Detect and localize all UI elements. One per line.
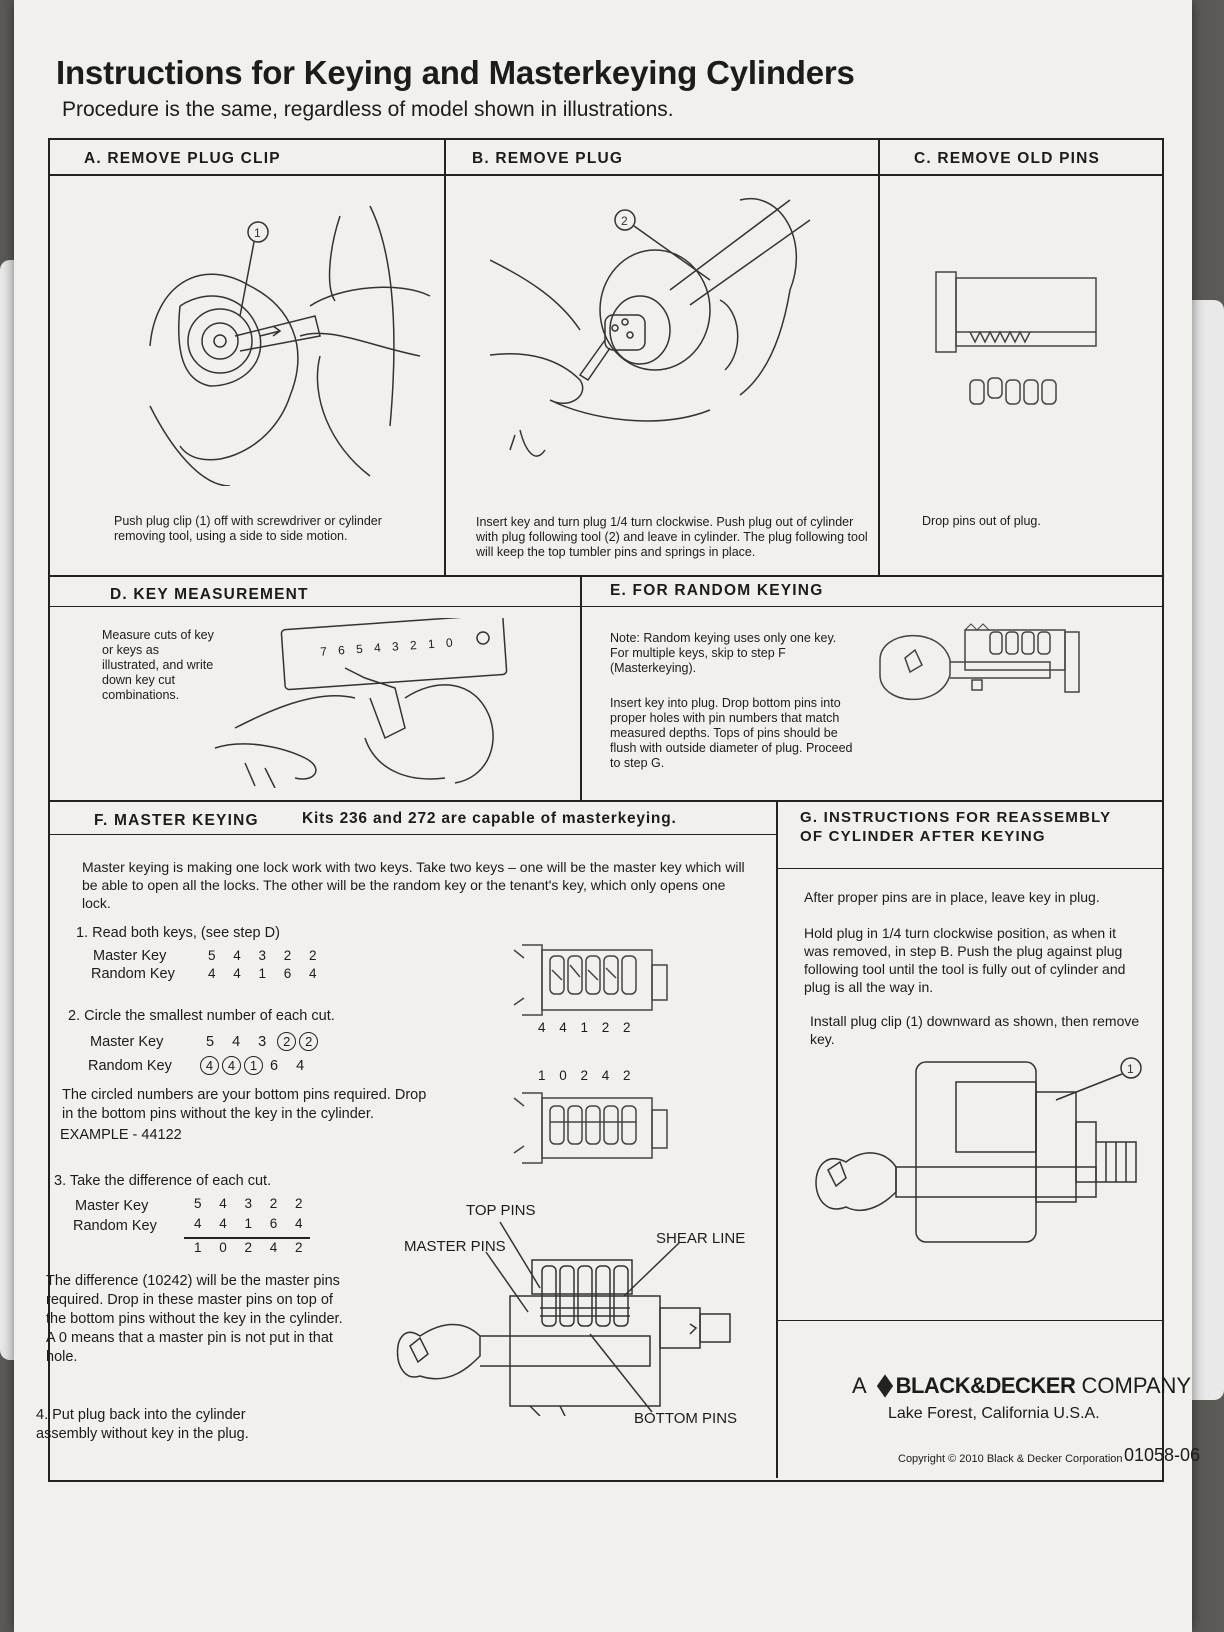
brand-suffix: COMPANY xyxy=(1081,1373,1192,1398)
section-a-heading: A. REMOVE PLUG CLIP xyxy=(84,150,281,167)
section-c-heading: C. REMOVE OLD PINS xyxy=(914,150,1101,167)
callout-number: 1 xyxy=(254,226,261,240)
plug-bottom-pins-illustration xyxy=(512,940,672,1020)
section-e-heading: E. FOR RANDOM KEYING xyxy=(610,582,824,599)
callout-number: 2 xyxy=(621,214,628,228)
section-b-heading: B. REMOVE PLUG xyxy=(472,150,624,167)
section-g-step-3: Install plug clip (1) downward as shown,… xyxy=(810,1013,1140,1047)
plug-with-pins-illustration xyxy=(930,268,1120,418)
circled-number: 2 xyxy=(299,1032,319,1051)
section-e-note: Note: Random keying uses only one key. F… xyxy=(610,631,837,675)
document-number: 01058-06 xyxy=(1124,1445,1201,1465)
step-1-random-cuts: 4 4 1 6 4 xyxy=(208,966,324,981)
reassembly-illustration: 1 xyxy=(806,1052,1156,1252)
label-bottom-pins: BOTTOM PINS xyxy=(634,1410,738,1427)
circled-explanation: The circled numbers are your bottom pins… xyxy=(62,1087,427,1122)
step-3-random-cuts: 4 4 1 6 4 xyxy=(194,1216,310,1231)
grid-line xyxy=(580,575,582,801)
section-d-text: Measure cuts of key or keys as illustrat… xyxy=(102,628,214,702)
plug-pin-label-2: 1 0 2 4 2 xyxy=(538,1068,636,1083)
step-3: 3. Take the difference of each cut. xyxy=(54,1173,272,1189)
random-keying-illustration xyxy=(870,620,1110,720)
grid-line xyxy=(48,575,1162,577)
example-code: EXAMPLE - 44122 xyxy=(60,1127,182,1143)
section-g-heading: G. INSTRUCTIONS FOR REASSEMBLY OF CYLIND… xyxy=(800,809,1112,845)
grid-line xyxy=(878,138,880,576)
difference-explanation: The difference (10242) will be the maste… xyxy=(46,1273,343,1365)
instruction-sheet xyxy=(14,0,1192,1632)
remove-plug-illustration: 2 xyxy=(490,180,870,480)
step-2-random-label: Random Key xyxy=(88,1058,172,1074)
step-3-difference: 1 0 2 4 2 xyxy=(194,1240,310,1255)
subtraction-rule xyxy=(184,1237,310,1239)
grid-line xyxy=(48,606,1162,607)
circled-number: 2 xyxy=(277,1032,297,1051)
section-b-text: Insert key and turn plug 1/4 turn clockw… xyxy=(476,515,868,559)
section-f-heading: F. MASTER KEYING xyxy=(94,812,259,829)
step-2: 2. Circle the smallest number of each cu… xyxy=(68,1008,335,1024)
grid-line xyxy=(776,868,1162,869)
step-1-master-label: Master Key xyxy=(93,948,167,964)
grid-line xyxy=(776,800,778,1478)
grid-line xyxy=(48,834,776,835)
instruction-grid xyxy=(48,138,1164,1482)
step-3-master-label: Master Key xyxy=(75,1198,149,1214)
step-4: 4. Put plug back into the cylinder assem… xyxy=(36,1407,249,1442)
step-2-master-plain: 5 4 3 xyxy=(206,1034,274,1050)
step-2-random-plain: 6 4 xyxy=(270,1058,312,1074)
copyright: Copyright © 2010 Black & Decker Corporat… xyxy=(898,1453,1123,1465)
circled-number: 1 xyxy=(244,1056,263,1075)
remove-plug-clip-illustration: 1 xyxy=(140,186,440,486)
key-gauge-illustration xyxy=(205,618,515,788)
brand-line: A BLACK&DECKER COMPANY xyxy=(852,1373,1191,1399)
grid-line xyxy=(444,138,446,576)
section-g-step-1: After proper pins are in place, leave ke… xyxy=(804,889,1100,905)
circled-number: 4 xyxy=(222,1056,241,1075)
brand-prefix: A xyxy=(852,1373,866,1398)
grid-line xyxy=(48,800,1162,802)
step-3-random-label: Random Key xyxy=(73,1218,157,1234)
circled-number: 4 xyxy=(200,1056,219,1075)
page-subtitle: Procedure is the same, regardless of mod… xyxy=(62,98,674,121)
section-a-text: Push plug clip (1) off with screwdriver … xyxy=(114,514,382,543)
step-2-master-label: Master Key xyxy=(90,1034,164,1050)
section-g-step-2: Hold plug in 1/4 turn clockwise position… xyxy=(804,925,1126,995)
plug-pin-label-1: 4 4 1 2 2 xyxy=(538,1020,636,1035)
step-1-random-label: Random Key xyxy=(91,966,175,982)
cylinder-cross-section-illustration xyxy=(390,1216,750,1416)
label-master-pins: MASTER PINS xyxy=(404,1238,506,1255)
grid-line xyxy=(776,1320,1162,1321)
brand-logo-icon xyxy=(876,1374,893,1398)
grid-line xyxy=(48,174,1162,176)
section-c-text: Drop pins out of plug. xyxy=(922,514,1041,528)
plug-master-pins-illustration xyxy=(512,1088,672,1168)
step-3-master-cuts: 5 4 3 2 2 xyxy=(194,1196,310,1211)
section-e-text: Insert key into plug. Drop bottom pins i… xyxy=(610,696,853,770)
section-f-intro: Master keying is making one lock work wi… xyxy=(82,859,745,911)
brand-location: Lake Forest, California U.S.A. xyxy=(888,1405,1100,1422)
page-title: Instructions for Keying and Masterkeying… xyxy=(56,54,855,91)
section-d-heading: D. KEY MEASUREMENT xyxy=(110,586,309,603)
label-top-pins: TOP PINS xyxy=(466,1202,536,1219)
callout-number: 1 xyxy=(1127,1062,1134,1076)
step-1: 1. Read both keys, (see step D) xyxy=(76,925,280,941)
section-f-heading-note: Kits 236 and 272 are capable of masterke… xyxy=(302,810,677,827)
brand-name: BLACK&DECKER xyxy=(895,1373,1076,1398)
step-1-master-cuts: 5 4 3 2 2 xyxy=(208,948,324,963)
